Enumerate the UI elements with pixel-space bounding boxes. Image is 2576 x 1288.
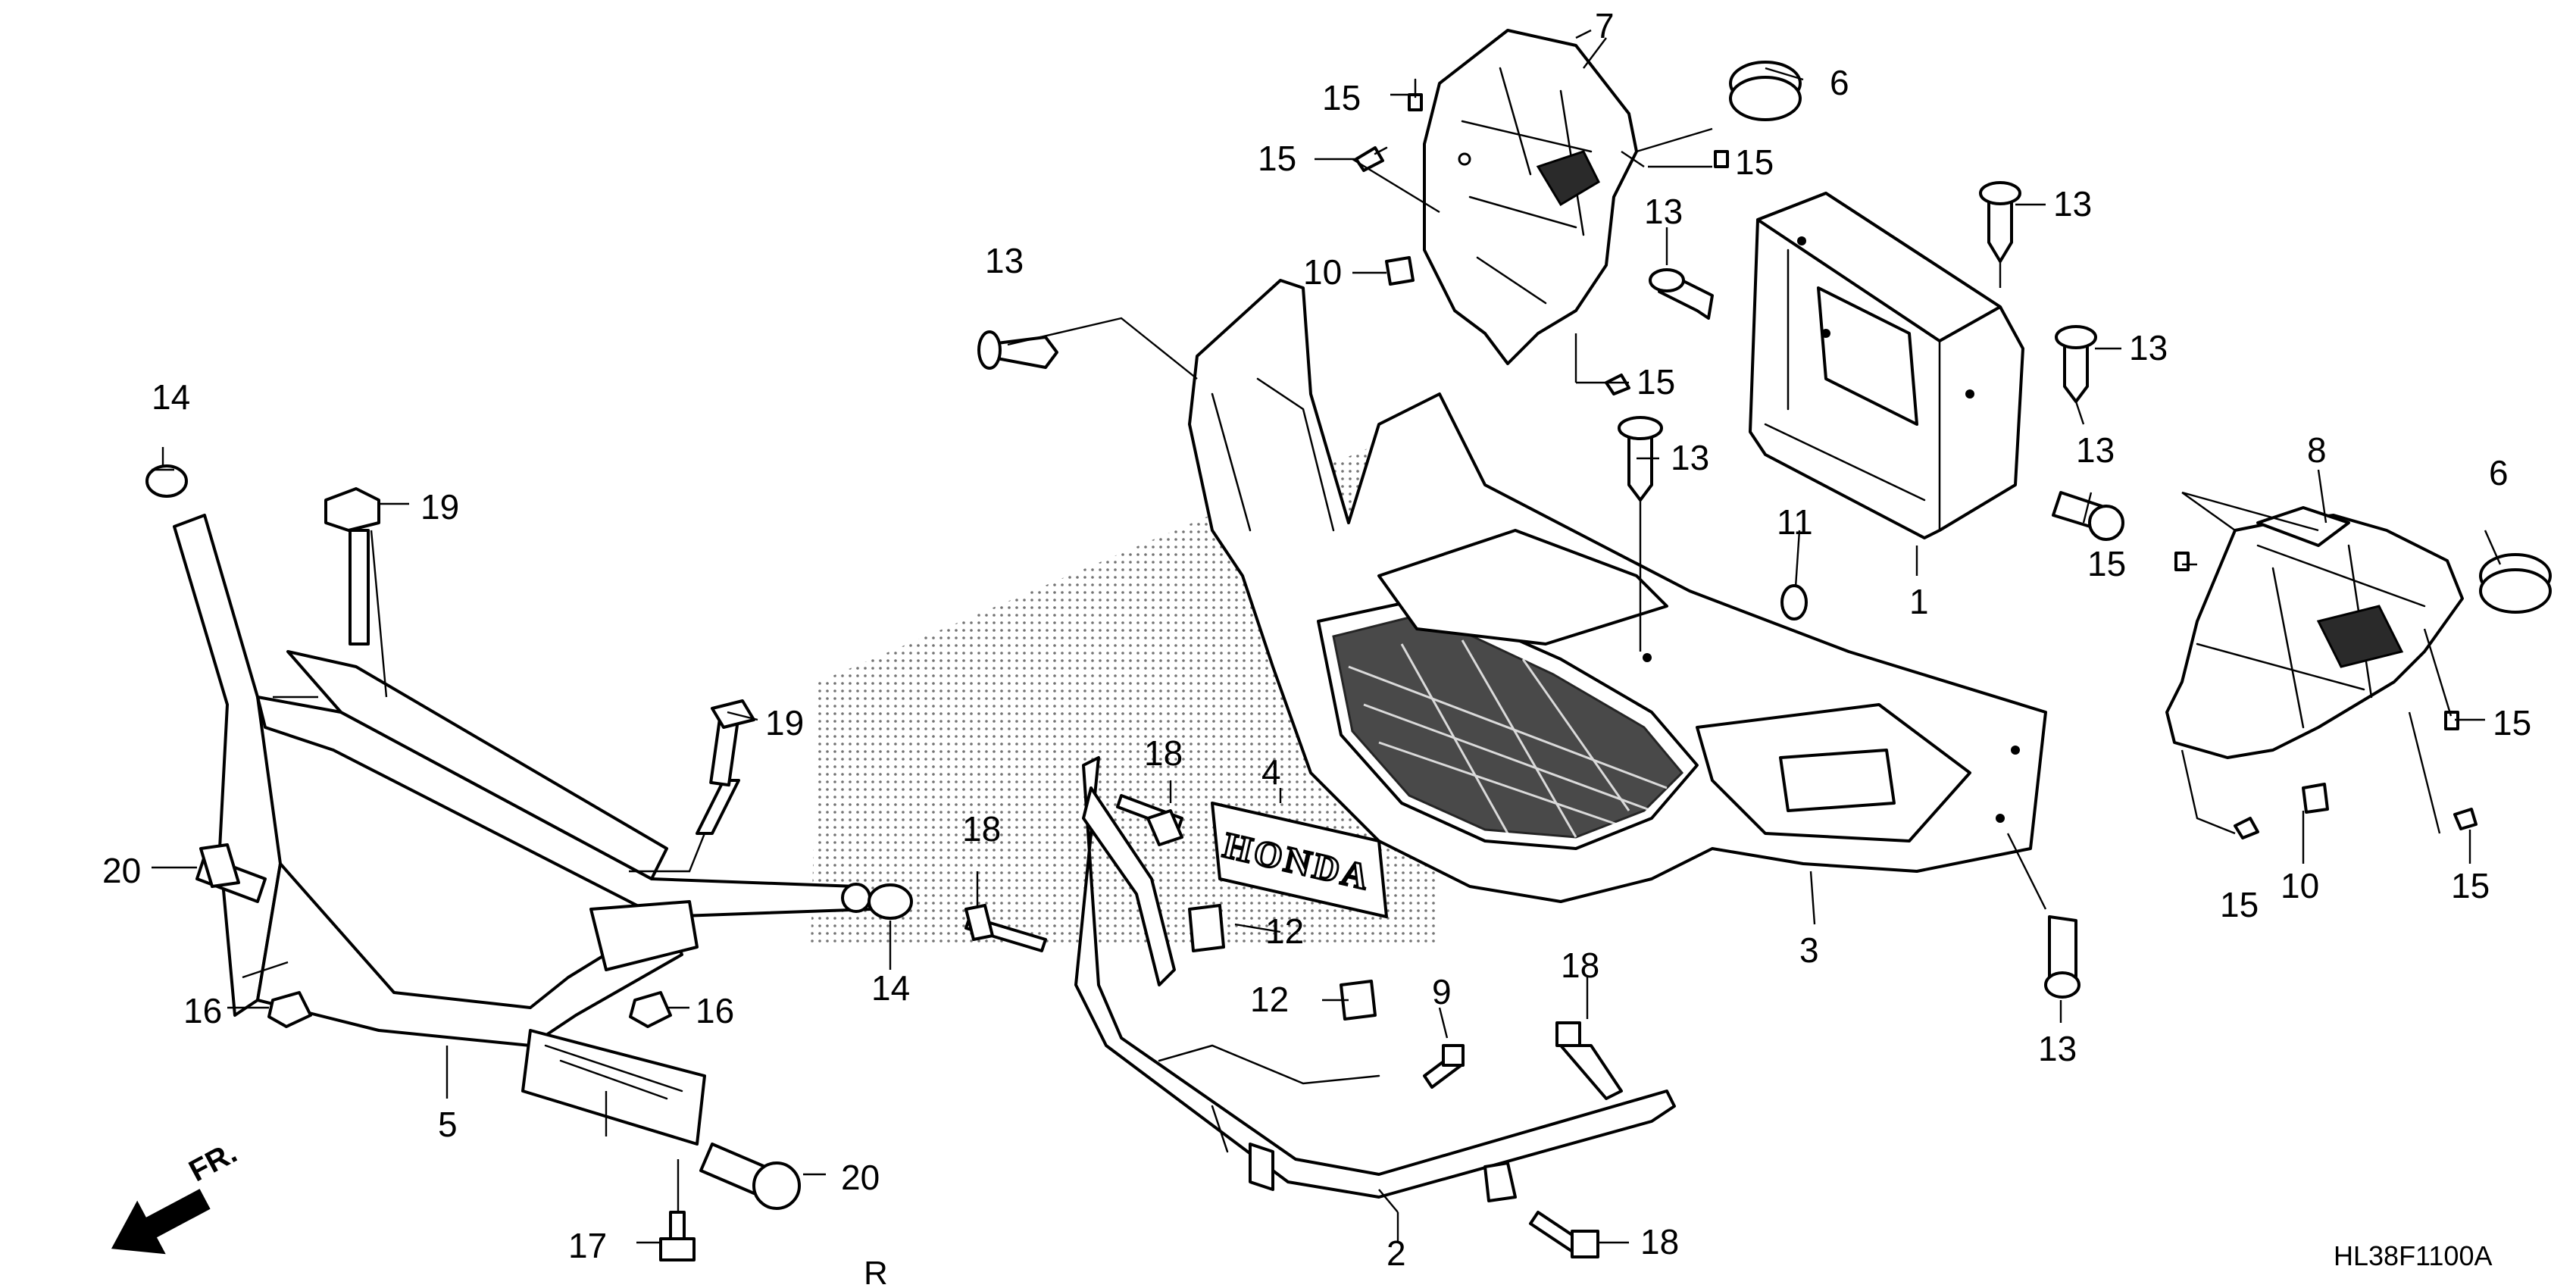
clip-nut-part-11[interactable] (1780, 584, 1808, 621)
callout-16-a: 16 (183, 991, 222, 1030)
bolt-part-20-a[interactable] (195, 843, 267, 903)
bolt-part-17[interactable] (659, 1211, 696, 1261)
clip-part-13-c[interactable] (1618, 416, 1663, 502)
callout-18-a: 18 (1144, 733, 1183, 773)
screw-part-15-a[interactable] (1408, 78, 1423, 111)
callout-7: 7 (1595, 6, 1615, 45)
grommet-part-6-upper[interactable] (1729, 61, 1802, 121)
callout-15-g: 15 (2220, 885, 2259, 924)
screw-part-15-c[interactable] (1714, 150, 1729, 168)
callout-8: 8 (2307, 430, 2327, 470)
callout-18-b: 18 (962, 809, 1001, 849)
front-cover-part-3[interactable] (1188, 279, 2047, 903)
callout-13-c: 13 (1671, 438, 1709, 477)
callout-16-b: 16 (696, 991, 734, 1030)
clip-part-12-b[interactable] (1340, 980, 1377, 1021)
callout-15-e: 15 (2087, 544, 2126, 583)
callout-18-c: 18 (1561, 946, 1599, 985)
callout-4: 4 (1261, 752, 1281, 792)
callout-20-a: 20 (102, 851, 141, 890)
side-bracket-part-7[interactable] (1423, 29, 1638, 365)
callout-labels: 1 2 3 4 5 6 6 7 8 9 10 10 11 12 12 13 13… (102, 6, 2531, 1273)
bolt-part-18-d[interactable] (1529, 1211, 1599, 1258)
callout-13-g: 13 (2038, 1029, 2077, 1068)
callout-19-b: 19 (765, 703, 804, 742)
inner-cover-part-1[interactable] (1749, 192, 2024, 539)
screw-part-15-h[interactable] (2453, 808, 2478, 830)
callout-6-right: 6 (2489, 453, 2509, 492)
bolt-part-18-b[interactable] (964, 904, 1047, 952)
callout-17: 17 (568, 1226, 607, 1265)
callout-15-h: 15 (2451, 866, 2490, 905)
leader-lines (152, 29, 2502, 1244)
callout-15-d: 15 (1637, 362, 1675, 402)
clip-part-12-a[interactable] (1188, 904, 1225, 952)
clip-part-13-d[interactable] (1979, 181, 2021, 263)
diagram-code: HL38F1100A (2334, 1240, 2492, 1271)
corner-mark: R (864, 1255, 888, 1288)
callout-12-a: 12 (1265, 911, 1304, 951)
screw-part-15-b[interactable] (1355, 146, 1388, 172)
clip-part-10-b[interactable] (2302, 783, 2329, 814)
callout-13-e: 13 (2129, 328, 2168, 367)
callout-12-b: 12 (1250, 980, 1289, 1019)
callout-15-b: 15 (1258, 139, 1296, 178)
nut-part-16-a[interactable] (267, 991, 312, 1028)
callout-13-a: 13 (985, 241, 1024, 280)
callout-14-a: 14 (152, 377, 190, 417)
callout-13-d: 13 (2053, 184, 2092, 224)
screw-part-15-e[interactable] (2174, 552, 2190, 571)
cap-part-14-a[interactable] (145, 464, 188, 498)
clip-part-13-b[interactable] (1649, 268, 1714, 320)
side-bracket-part-8[interactable] (2165, 506, 2464, 759)
front-bumper-part-5[interactable] (173, 514, 873, 1146)
callout-11: 11 (1777, 502, 1813, 542)
callout-3: 3 (1799, 930, 1819, 970)
callout-10-b: 10 (2281, 866, 2319, 905)
bolt-part-18-c[interactable] (1555, 1021, 1623, 1100)
clip-part-10-a[interactable] (1385, 256, 1415, 286)
callout-6-upper: 6 (1830, 63, 1849, 102)
front-arrow-icon (111, 1189, 211, 1255)
callout-15-c: 15 (1735, 142, 1774, 182)
screw-part-15-d[interactable] (1605, 374, 1630, 395)
cap-part-14-b[interactable] (868, 883, 913, 920)
callout-13-f: 13 (2076, 430, 2115, 470)
clip-part-13-e[interactable] (2055, 325, 2097, 403)
front-direction-arrow: FR. (111, 1136, 242, 1255)
bolt-part-19-a[interactable] (324, 487, 380, 646)
bolt-part-20-b[interactable] (699, 1143, 801, 1210)
callout-9: 9 (1432, 972, 1452, 1011)
callout-15-a: 15 (1322, 78, 1361, 117)
clip-part-13-a[interactable] (977, 330, 1058, 370)
callout-5: 5 (438, 1105, 458, 1144)
callout-19-a: 19 (420, 487, 459, 527)
callout-10-a: 10 (1303, 252, 1342, 292)
callout-13-b: 13 (1644, 192, 1683, 231)
callout-2: 2 (1386, 1233, 1406, 1273)
front-direction-label: FR. (183, 1136, 242, 1188)
lower-guard-part-2[interactable] (1074, 756, 1676, 1202)
callout-1: 1 (1909, 582, 1929, 621)
clip-part-13-f[interactable] (2052, 491, 2124, 541)
callout-18-d: 18 (1640, 1222, 1679, 1261)
bolt-part-19-b[interactable] (696, 699, 755, 835)
grommet-part-6-right[interactable] (2479, 553, 2552, 614)
clip-part-13-g[interactable] (2044, 915, 2080, 999)
callout-20-b: 20 (841, 1158, 880, 1197)
bolt-part-18-a[interactable] (1116, 794, 1183, 846)
nut-part-16-b[interactable] (629, 991, 672, 1028)
callout-15-f: 15 (2493, 703, 2531, 742)
screw-part-15-g[interactable] (2234, 817, 2259, 839)
bolt-part-9[interactable] (1423, 1044, 1465, 1089)
callout-14-b: 14 (871, 968, 910, 1008)
